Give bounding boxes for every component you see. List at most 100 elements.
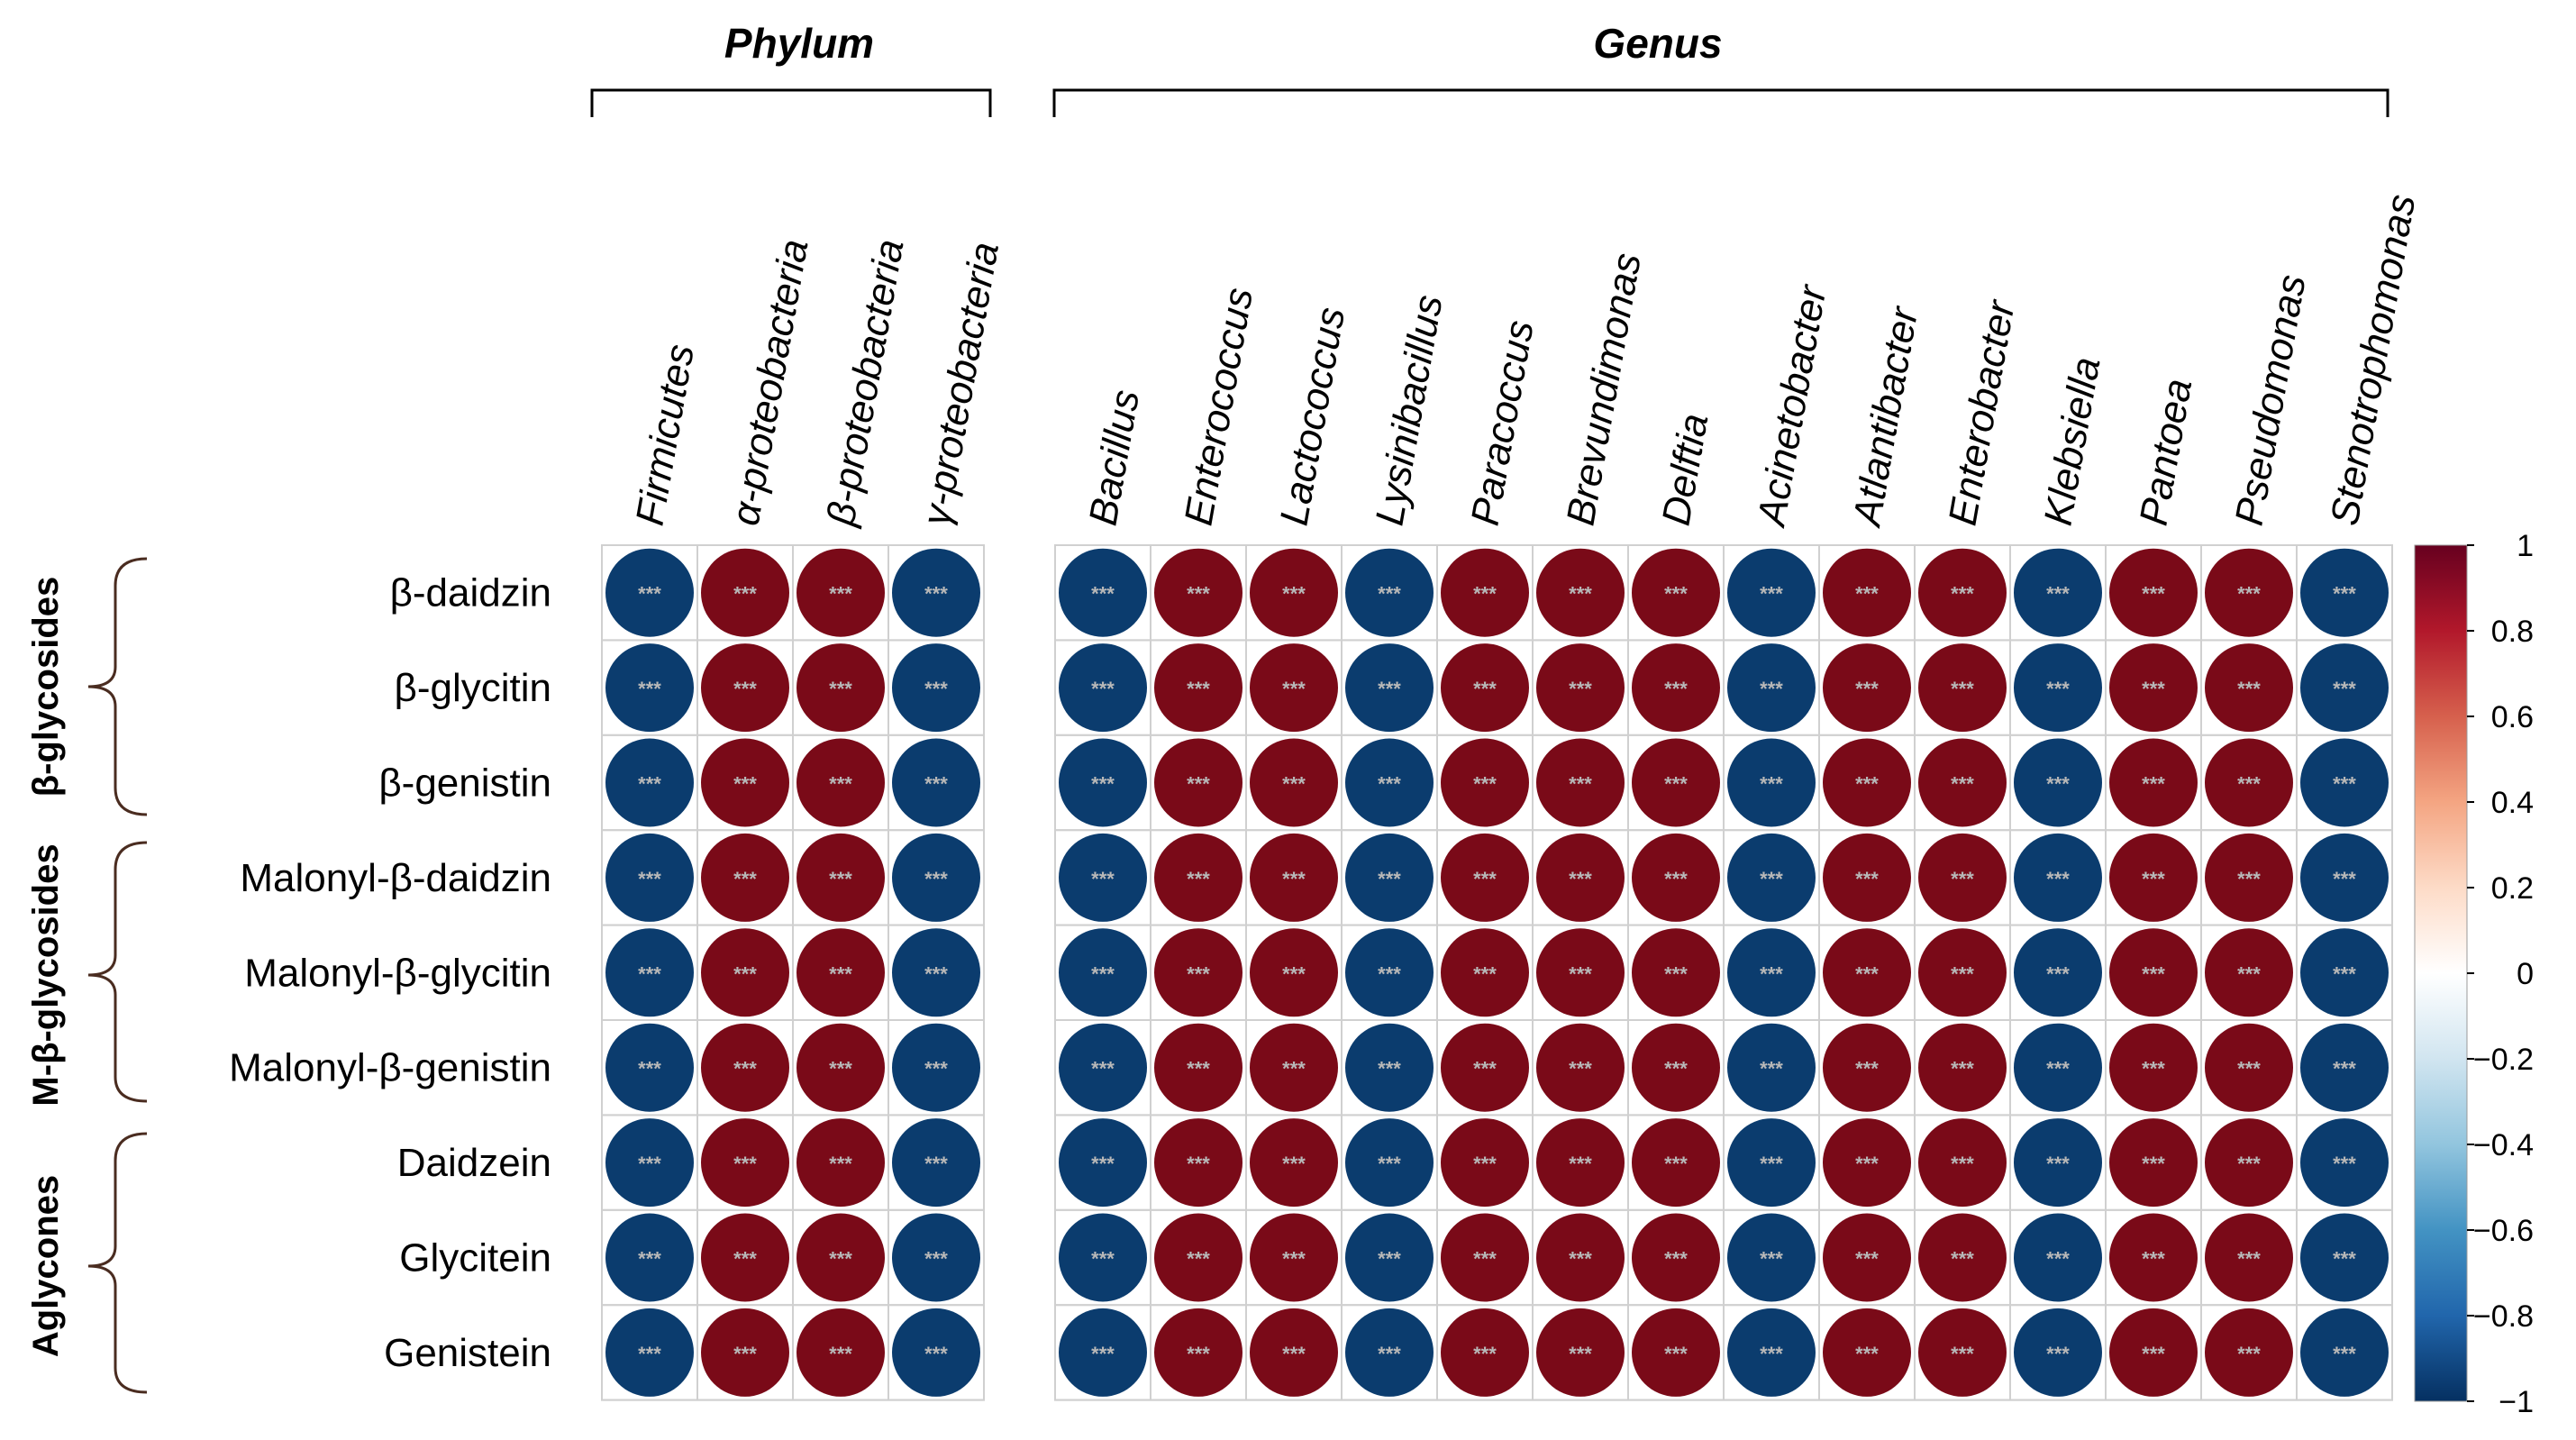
- significance-label: ***: [1569, 1343, 1592, 1365]
- significance-label: ***: [2142, 1153, 2165, 1175]
- correlation-circle: [1823, 833, 1911, 922]
- correlation-circle: [2109, 643, 2198, 733]
- correlation-circle: [2205, 1213, 2293, 1302]
- correlation-circle: [1918, 643, 2007, 733]
- correlation-circle: [1250, 1213, 1338, 1302]
- significance-label: ***: [2237, 773, 2261, 796]
- colorbar: 10.80.60.40.20−0.2−0.4−0.6−0.8−1: [2414, 529, 2534, 1419]
- correlation-circle: [2109, 1308, 2198, 1397]
- correlation-circle: [2205, 643, 2293, 733]
- correlation-circle: [1250, 1308, 1338, 1397]
- correlation-circle: [2205, 1308, 2293, 1397]
- correlation-circle: [1345, 928, 1434, 1017]
- correlation-circle: [1059, 1023, 1147, 1112]
- significance-label: ***: [1473, 1343, 1497, 1365]
- column-label: Firmicutes: [628, 341, 703, 528]
- correlation-circle: [1536, 643, 1625, 733]
- significance-label: ***: [1855, 1058, 1879, 1080]
- significance-label: ***: [1855, 1343, 1879, 1365]
- significance-label: ***: [1569, 678, 1592, 700]
- significance-label: ***: [2237, 1058, 2261, 1080]
- correlation-circle: [1823, 1023, 1911, 1112]
- significance-label: ***: [2046, 962, 2070, 985]
- significance-label: ***: [1091, 773, 1115, 796]
- correlation-circle: [2014, 1023, 2102, 1112]
- significance-label: ***: [1187, 1153, 1210, 1175]
- correlation-circle: [2300, 738, 2389, 827]
- correlation-circle: [2109, 1118, 2198, 1208]
- significance-label: ***: [924, 962, 948, 985]
- correlation-circle: [2014, 1213, 2102, 1302]
- significance-label: ***: [2237, 962, 2261, 985]
- significance-label: ***: [924, 1343, 948, 1365]
- correlation-circle: [1059, 643, 1147, 733]
- correlation-circle: [1345, 548, 1434, 637]
- significance-label: ***: [1091, 868, 1115, 890]
- row-group-label-aglycones: Aglycones: [26, 1175, 66, 1357]
- correlation-circle: [1632, 1308, 1720, 1397]
- correlation-circle: [796, 548, 885, 637]
- correlation-circle: [796, 928, 885, 1017]
- colorbar-tick-label: −0.2: [2473, 1043, 2534, 1077]
- correlation-circle: [1823, 1213, 1911, 1302]
- significance-label: ***: [2237, 868, 2261, 890]
- significance-label: ***: [1855, 773, 1879, 796]
- significance-label: ***: [2142, 773, 2165, 796]
- significance-label: ***: [1187, 1343, 1210, 1365]
- significance-label: ***: [733, 773, 757, 796]
- significance-label: ***: [1187, 678, 1210, 700]
- correlation-circle: [2014, 548, 2102, 637]
- correlation-circle: [605, 738, 694, 827]
- correlation-circle: [1345, 738, 1434, 827]
- row-label: β-genistin: [378, 761, 551, 806]
- correlation-circle: [1918, 1118, 2007, 1208]
- significance-label: ***: [1569, 1058, 1592, 1080]
- significance-label: ***: [1091, 1343, 1115, 1365]
- correlation-circle: [2205, 1118, 2293, 1208]
- colorbar-tick-label: −0.6: [2473, 1214, 2534, 1248]
- column-label: Stenotrophomonas: [2323, 191, 2425, 529]
- correlation-circle: [605, 928, 694, 1017]
- significance-label: ***: [2142, 1248, 2165, 1271]
- colorbar-tick-label: −0.4: [2473, 1128, 2534, 1162]
- column-label: γ-proteobacteria: [915, 239, 1007, 529]
- significance-label: ***: [924, 1058, 948, 1080]
- significance-label: ***: [924, 773, 948, 796]
- correlation-circle: [1250, 928, 1338, 1017]
- significance-label: ***: [638, 962, 661, 985]
- correlation-circle: [1536, 548, 1625, 637]
- correlation-circle: [605, 1118, 694, 1208]
- correlation-circle: [1345, 833, 1434, 922]
- correlation-circle: [1823, 738, 1911, 827]
- colorbar-tick-label: 0.4: [2491, 786, 2534, 820]
- correlation-circle: [1536, 738, 1625, 827]
- significance-label: ***: [2333, 1248, 2356, 1271]
- significance-label: ***: [2333, 678, 2356, 700]
- significance-label: ***: [829, 1058, 852, 1080]
- correlation-circle: [1536, 928, 1625, 1017]
- significance-label: ***: [1378, 1343, 1401, 1365]
- significance-label: ***: [1282, 1058, 1306, 1080]
- correlation-circle: [2014, 1118, 2102, 1208]
- correlation-circle: [605, 1023, 694, 1112]
- correlation-circle: [1154, 833, 1242, 922]
- correlation-circle: [1536, 1308, 1625, 1397]
- correlation-circle: [1441, 1118, 1529, 1208]
- correlation-circle: [701, 1023, 789, 1112]
- phylum-bracket: [590, 88, 992, 117]
- correlation-circle: [1727, 548, 1816, 637]
- significance-label: ***: [2237, 1343, 2261, 1365]
- significance-label: ***: [733, 1343, 757, 1365]
- significance-label: ***: [2237, 1248, 2261, 1271]
- correlation-circle: [2014, 1308, 2102, 1397]
- correlation-circle: [2205, 1023, 2293, 1112]
- correlation-circle: [1441, 1023, 1529, 1112]
- significance-label: ***: [1282, 868, 1306, 890]
- correlation-circle: [2014, 738, 2102, 827]
- significance-label: ***: [1378, 962, 1401, 985]
- correlation-circle: [1823, 548, 1911, 637]
- correlation-circle: [701, 548, 789, 637]
- significance-label: ***: [733, 583, 757, 606]
- correlation-circle: [1727, 928, 1816, 1017]
- significance-label: ***: [1282, 583, 1306, 606]
